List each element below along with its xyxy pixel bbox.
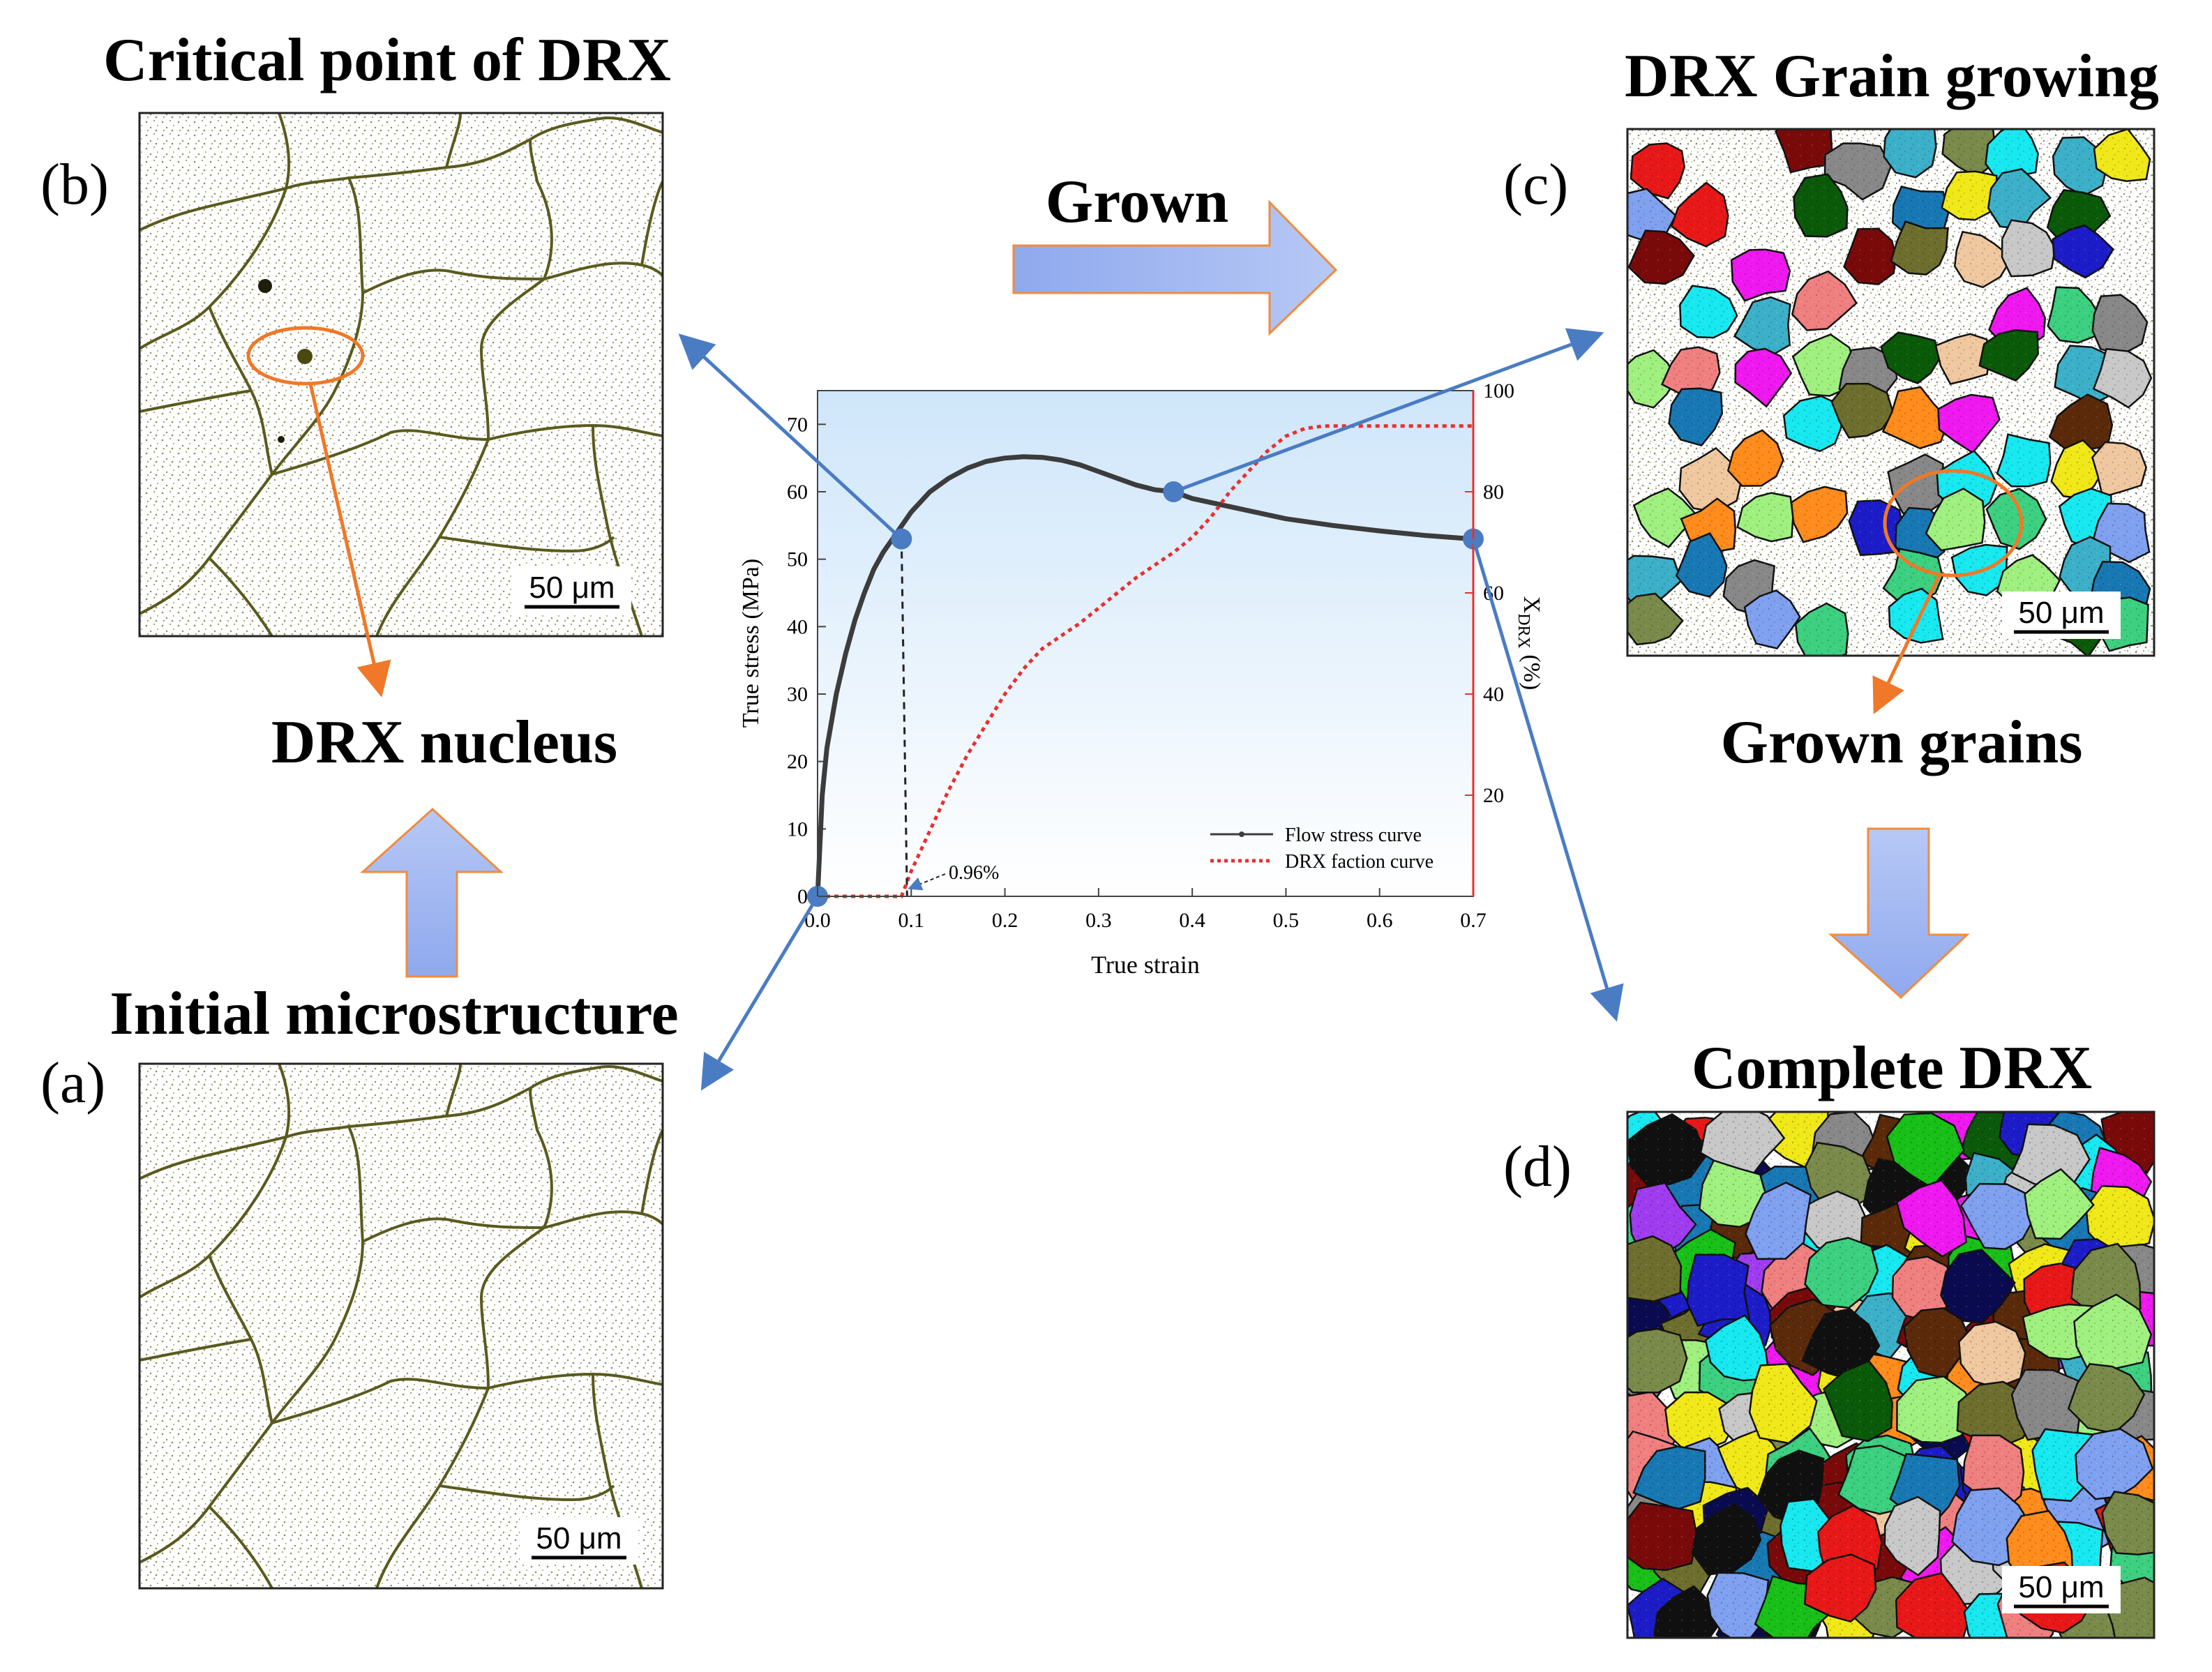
x-tick-label: 0.6 xyxy=(1367,909,1393,932)
x-tick-label: 0.1 xyxy=(898,909,925,932)
heading-critical-point: Critical point of DRX xyxy=(103,27,671,94)
micrograph-c xyxy=(1627,129,2154,656)
nucleus-up-block-arrow xyxy=(360,807,504,978)
scalebar-a: 50 μm xyxy=(520,1517,638,1565)
svg-text:50 μm: 50 μm xyxy=(2018,1570,2104,1604)
y-tick-label: 60 xyxy=(787,481,808,504)
x-axis-label: True strain xyxy=(1091,951,1200,979)
connector-arrows xyxy=(678,328,1624,1091)
grown-grain-highlight-ring xyxy=(1883,469,2024,578)
grown-block-arrow xyxy=(1012,199,1338,336)
grain-boundaries-b xyxy=(140,113,663,636)
scalebar-c: 50 μm xyxy=(2002,592,2121,639)
heading-drx-nucleus: DRX nucleus xyxy=(271,709,617,776)
y2-tick-label: 20 xyxy=(1483,784,1504,807)
x-tick-label: 0.4 xyxy=(1179,909,1205,932)
micrograph-a xyxy=(140,1064,663,1588)
connector-to-a xyxy=(700,895,820,1091)
plot-area xyxy=(818,391,1473,896)
scalebar-b: 50 μm xyxy=(513,566,631,614)
x-tick-label: 0.2 xyxy=(992,909,1018,932)
y-tick-label: 0 xyxy=(797,885,808,908)
panel-label-b: (b) xyxy=(40,152,109,217)
svg-text:50 μm: 50 μm xyxy=(536,1521,622,1556)
svg-text:50 μm: 50 μm xyxy=(2018,596,2104,630)
nucleus-pointer-arrow xyxy=(308,383,391,698)
y-tick-label: 20 xyxy=(787,751,808,774)
nucleus-highlight-ring xyxy=(246,326,365,386)
panel-label-c: (c) xyxy=(1503,152,1568,217)
series-flow-stress xyxy=(815,454,1474,897)
y-tick-label: 10 xyxy=(787,818,808,841)
y2-axis-label: XDRX (%) xyxy=(1514,596,1544,691)
panel-label-a: (a) xyxy=(40,1050,105,1115)
complete-down-block-arrow xyxy=(1828,827,1970,1000)
y-tick-label: 30 xyxy=(787,683,808,706)
x-tick-label: 0.7 xyxy=(1460,909,1487,932)
connector-to-d xyxy=(1471,538,1624,1022)
grain-boundaries-a xyxy=(140,1064,663,1588)
heading-initial-microstructure: Initial microstructure xyxy=(110,980,679,1048)
chart-legend: Flow stress curve DRX faction curve xyxy=(1210,824,1434,873)
y-tick-label: 40 xyxy=(787,615,808,638)
y-tick-label: 70 xyxy=(787,413,808,436)
critical-strain-dashed-line xyxy=(900,538,908,897)
critical-strain-annotation: 0.96% xyxy=(949,862,999,884)
heading-drx-grain-growing: DRX Grain growing xyxy=(1625,43,2159,110)
heading-complete-drx: Complete DRX xyxy=(1692,1034,2092,1102)
y2-tick-label: 100 xyxy=(1483,379,1514,402)
micrograph-b xyxy=(140,113,663,636)
drx-nucleus-dot xyxy=(297,349,313,364)
y-axis-label: True stress (MPa) xyxy=(738,559,764,728)
connector-to-b xyxy=(678,333,903,541)
grown-grain-pointer-arrow xyxy=(1872,574,1941,715)
y2-tick-label: 80 xyxy=(1483,481,1504,504)
heading-grown-arrow: Grown xyxy=(1046,168,1228,236)
scalebar-d: 50 μm xyxy=(2002,1566,2121,1613)
x-tick-label: 0.5 xyxy=(1273,909,1300,932)
legend-drx-fraction: DRX faction curve xyxy=(1285,851,1434,873)
heading-grown-grains: Grown grains xyxy=(1720,709,2082,776)
svg-text:50 μm: 50 μm xyxy=(529,571,615,605)
y2-tick-label: 40 xyxy=(1483,683,1504,706)
micrograph-d xyxy=(1627,1112,2154,1638)
y-tick-label: 50 xyxy=(787,548,808,571)
panel-label-d: (d) xyxy=(1503,1134,1572,1199)
x-tick-label: 0.3 xyxy=(1085,909,1112,932)
drx-nucleus-dot-2 xyxy=(258,279,272,293)
connector-to-c xyxy=(1173,328,1604,494)
legend-flow-stress: Flow stress curve xyxy=(1285,824,1422,846)
